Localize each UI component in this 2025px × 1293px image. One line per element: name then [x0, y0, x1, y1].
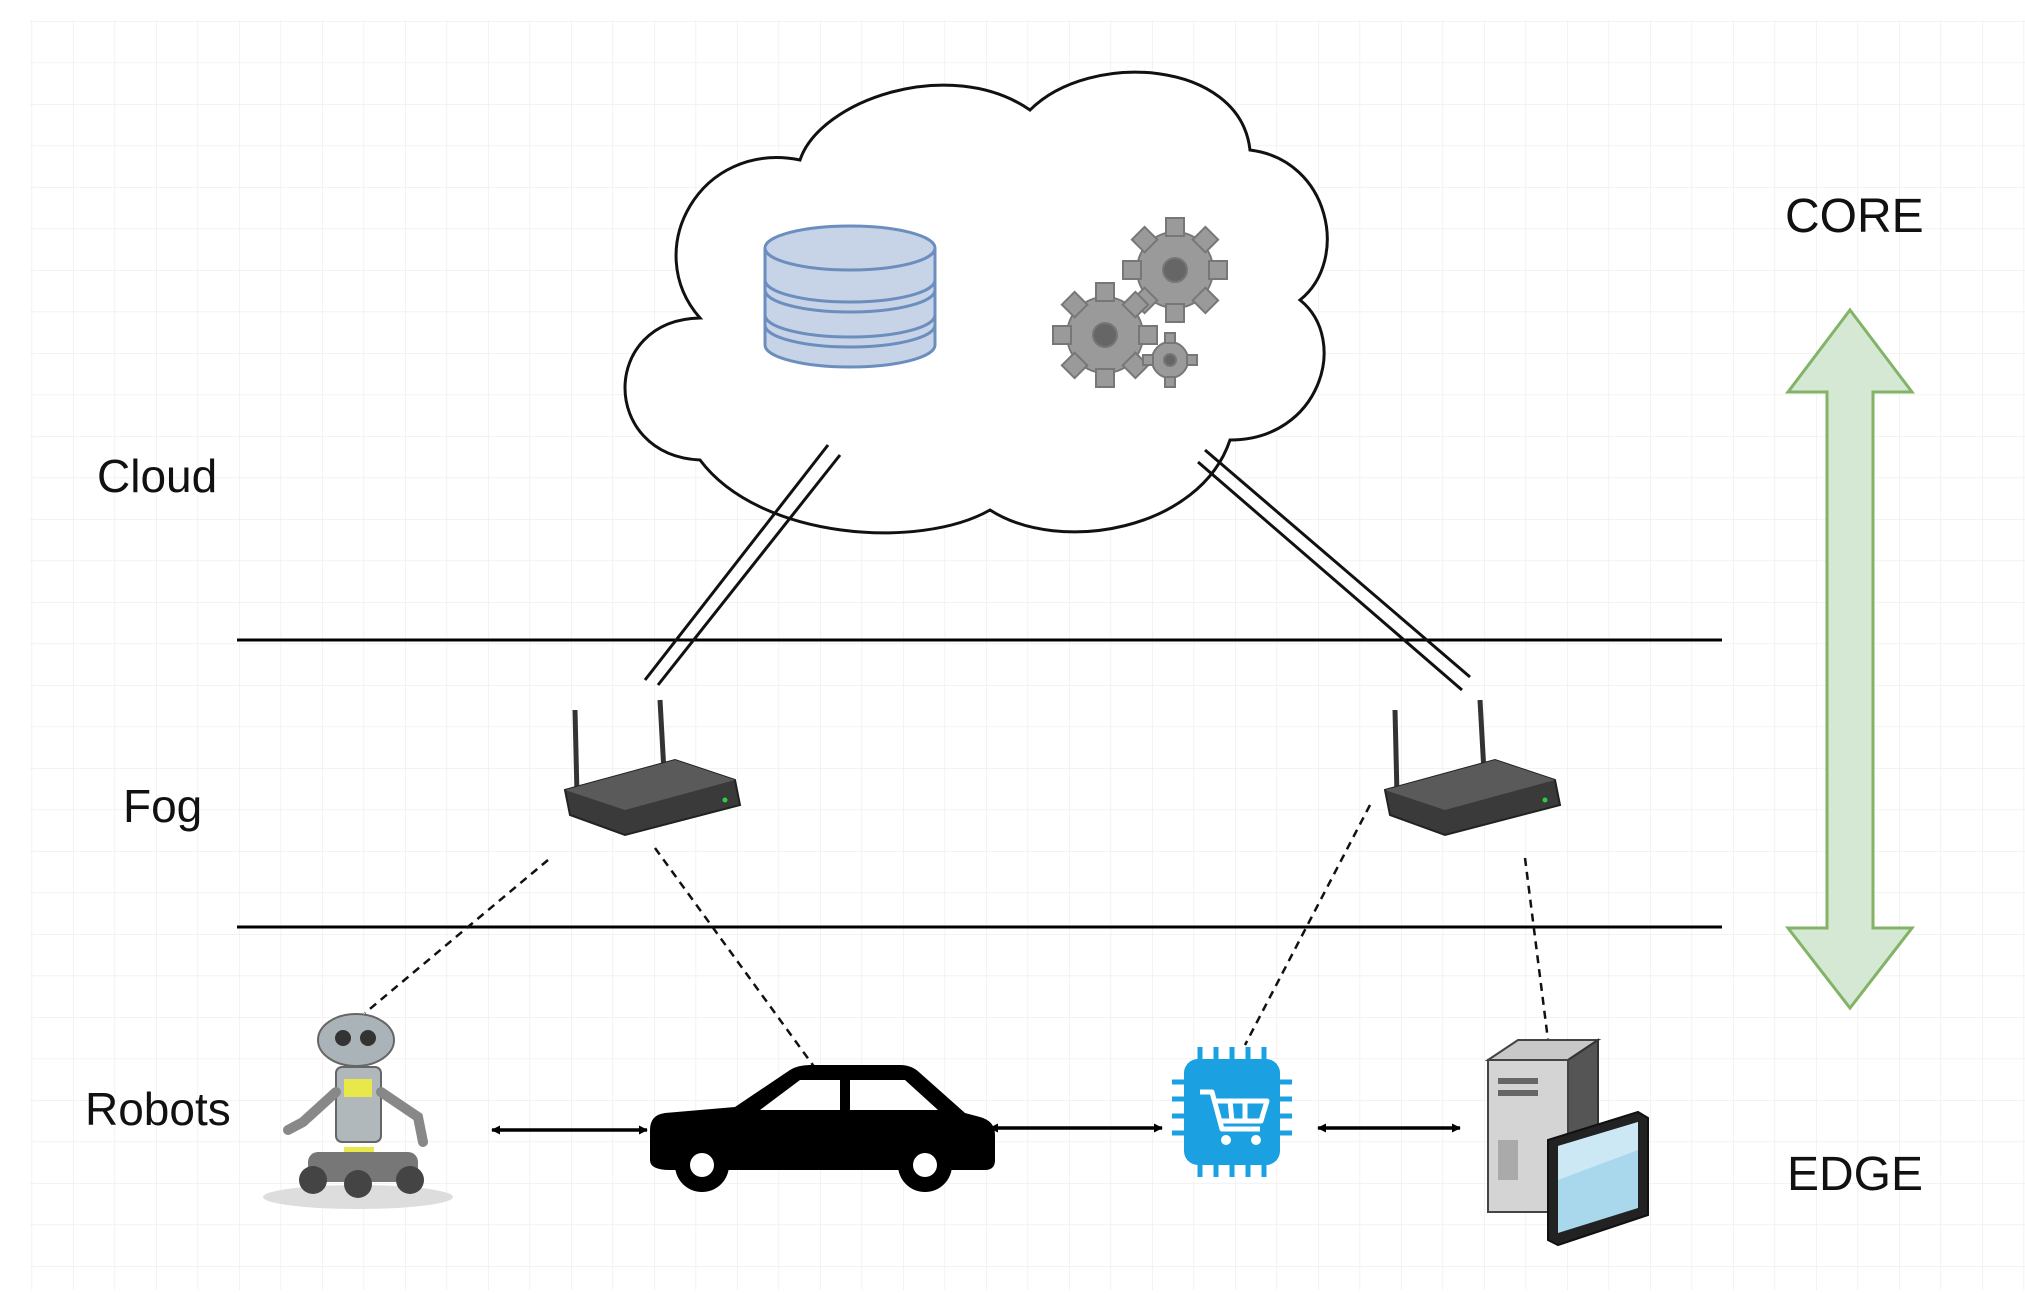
- shopping-chip-icon: [1172, 1047, 1292, 1177]
- layer-label-cloud: Cloud: [97, 450, 217, 502]
- wireless-router-icon: [1383, 699, 1562, 837]
- cloud-shape: [623, 70, 1329, 535]
- wireless-router-icon: [563, 699, 742, 837]
- core-edge-arrow: [1784, 307, 1916, 1011]
- car-icon: [650, 1065, 995, 1192]
- robot-icon: [263, 1013, 453, 1209]
- server-monitor-icon: [1484, 1038, 1649, 1247]
- database-icon: [763, 224, 937, 369]
- axis-label-core: CORE: [1785, 190, 1924, 243]
- device-peer-links: [491, 1123, 1461, 1135]
- router-device-links: [364, 804, 1550, 1069]
- layer-label-robots: Robots: [85, 1083, 231, 1135]
- gears-icon: [1030, 195, 1250, 410]
- layer-label-fog: Fog: [123, 780, 202, 832]
- axis-label-edge: EDGE: [1787, 1148, 1923, 1201]
- cloud-router-links: [643, 444, 1471, 692]
